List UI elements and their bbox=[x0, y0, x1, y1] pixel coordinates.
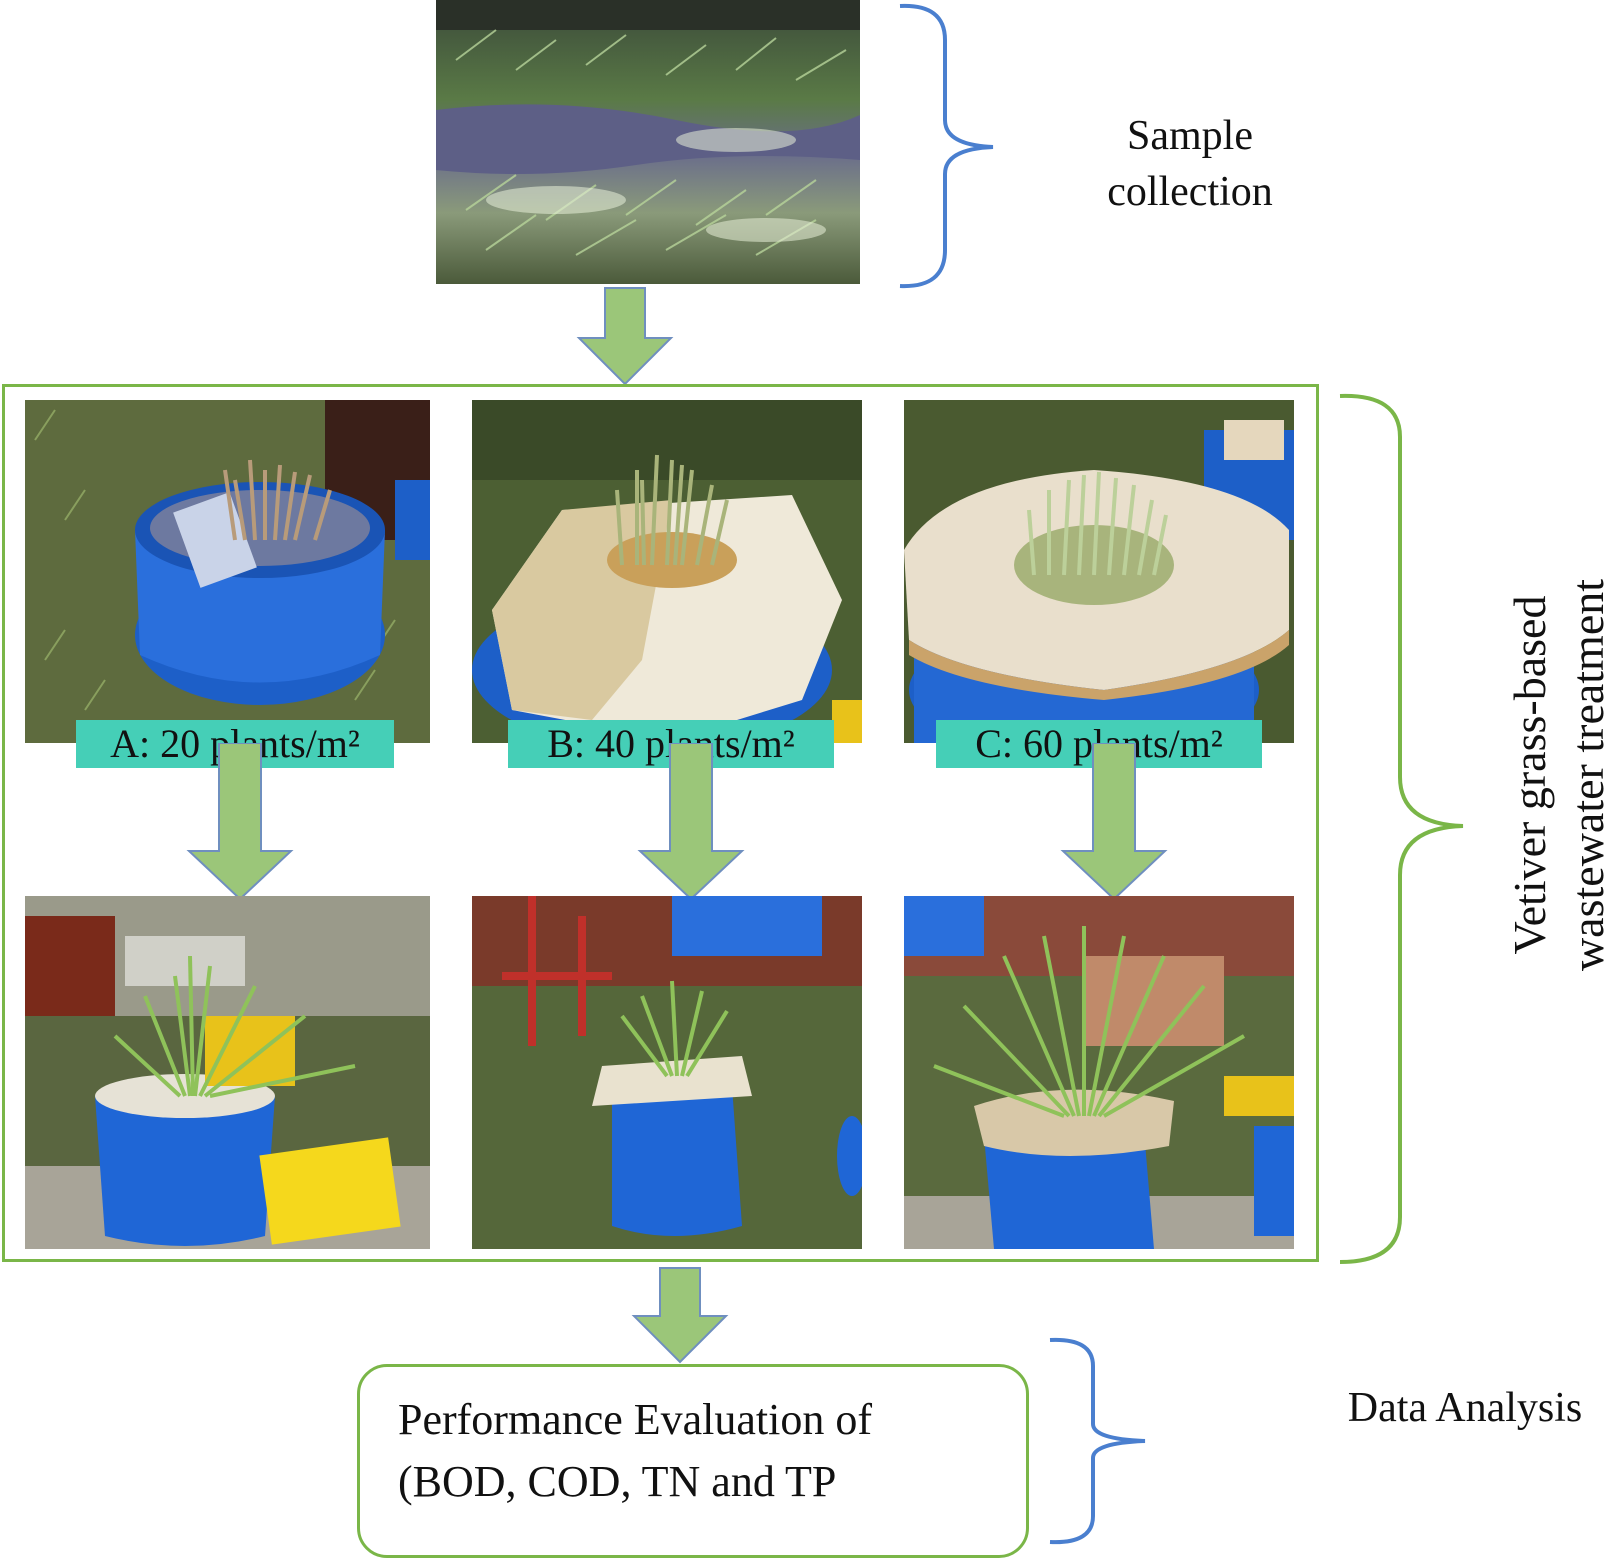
arrow-c bbox=[1060, 743, 1168, 901]
data-analysis-label: Data Analysis bbox=[1347, 1385, 1583, 1431]
treatment-frame bbox=[2, 384, 1319, 1262]
performance-evaluation-box: Performance Evaluation of (BOD, COD, TN … bbox=[357, 1364, 1029, 1558]
photo-a-grown bbox=[25, 896, 430, 1249]
analysis-brace bbox=[1049, 1337, 1146, 1545]
performance-evaluation-line2: (BOD, COD, TN and TP bbox=[398, 1457, 837, 1506]
photo-b-grown bbox=[472, 896, 862, 1249]
performance-evaluation-line1: Performance Evaluation of bbox=[398, 1395, 873, 1444]
photo-a-initial bbox=[25, 400, 430, 743]
photo-c-initial bbox=[904, 400, 1294, 743]
photo-b-initial bbox=[472, 400, 862, 743]
treatment-label-line2: wastewater treatment bbox=[1562, 578, 1613, 972]
arrow-b bbox=[637, 743, 745, 901]
arrow-a bbox=[186, 743, 294, 901]
treatment-brace bbox=[1339, 393, 1464, 1264]
treatment-label-line1: Vetiver grass-based bbox=[1504, 595, 1555, 955]
sample-collection-label-line1: Sample bbox=[1127, 113, 1253, 159]
sample-collection-photo bbox=[436, 0, 860, 284]
arrow-to-analysis bbox=[631, 1267, 729, 1364]
sample-collection-label-line2: collection bbox=[1107, 169, 1273, 215]
sample-collection-label: Sample collection bbox=[1060, 108, 1320, 220]
arrow-to-treatment bbox=[576, 287, 674, 386]
collection-brace bbox=[899, 3, 994, 289]
photo-c-grown bbox=[904, 896, 1294, 1249]
performance-evaluation-text: Performance Evaluation of (BOD, COD, TN … bbox=[398, 1389, 872, 1513]
treatment-label-text: Vetiver grass-based wastewater treatment bbox=[1501, 579, 1617, 971]
